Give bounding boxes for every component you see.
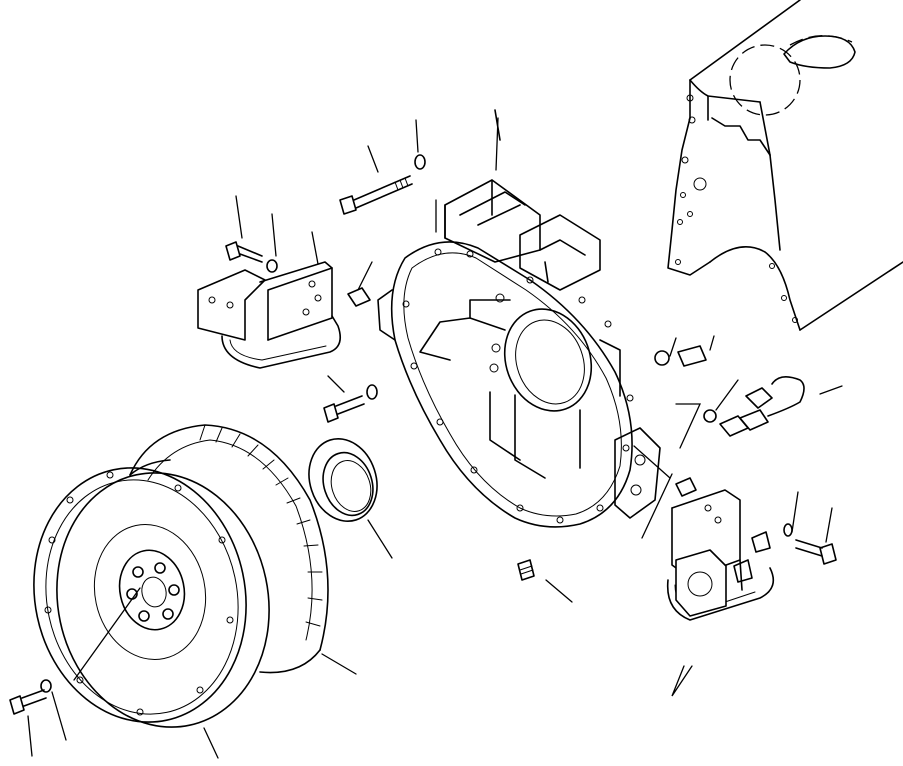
drain-plug — [518, 560, 534, 580]
flywheel-housing — [378, 110, 660, 527]
right-engine-mount — [668, 478, 774, 620]
speed-sensor — [704, 377, 804, 436]
flywheel — [11, 448, 293, 747]
mount-right-bolt — [784, 524, 836, 564]
left-engine-mount — [198, 262, 370, 368]
housing-top-bolt — [340, 155, 425, 214]
rear-oil-seal — [299, 430, 388, 530]
housing-left-bolt — [324, 385, 377, 422]
breather-plug — [655, 346, 706, 366]
ring-gear — [130, 425, 328, 673]
engine-block — [668, 0, 903, 330]
flywheel-bolt — [10, 680, 51, 714]
mount-left-bolt — [226, 242, 277, 272]
leader-lines — [28, 118, 842, 758]
